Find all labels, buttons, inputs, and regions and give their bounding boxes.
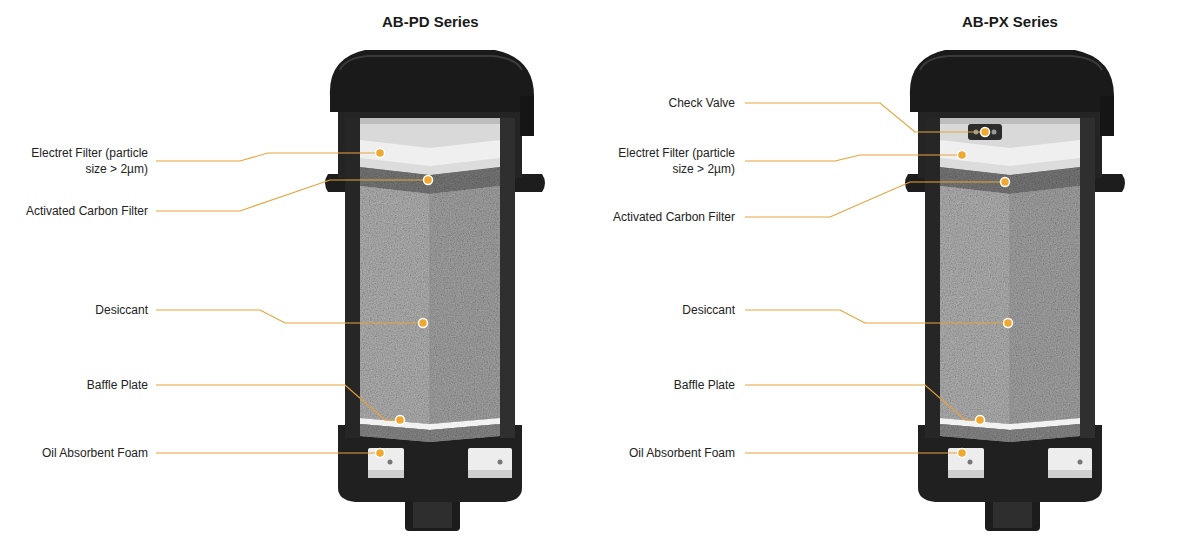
part-label: Oil Absorbent Foam bbox=[629, 445, 735, 461]
ab-pd-cartridge bbox=[325, 50, 545, 531]
part-label: Electret Filter (particle size > 2µm) bbox=[613, 145, 735, 177]
leader-dots bbox=[376, 128, 1013, 458]
part-label: Activated Carbon Filter bbox=[613, 209, 735, 225]
part-label: Check Valve bbox=[669, 95, 735, 111]
part-label: Activated Carbon Filter bbox=[26, 203, 148, 219]
part-label: Electret Filter (particle size > 2µm) bbox=[26, 145, 148, 177]
leader-lines bbox=[156, 103, 1008, 453]
series-heading: AB-PX Series bbox=[962, 12, 1058, 32]
ab-px-cartridge bbox=[905, 50, 1125, 531]
part-label: Baffle Plate bbox=[674, 377, 735, 393]
part-label: Desiccant bbox=[95, 302, 148, 318]
part-label: Oil Absorbent Foam bbox=[42, 445, 148, 461]
series-heading: AB-PD Series bbox=[382, 12, 479, 32]
part-label: Baffle Plate bbox=[87, 377, 148, 393]
part-label: Desiccant bbox=[682, 302, 735, 318]
